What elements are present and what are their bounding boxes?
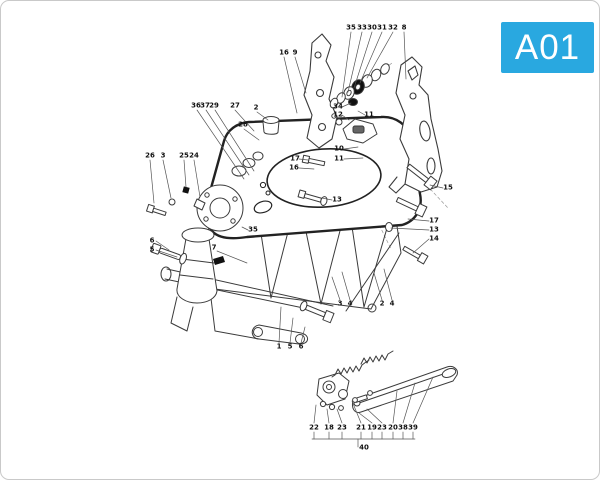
fastener-set-left — [146, 198, 206, 217]
right-bracket-plate — [388, 56, 443, 194]
section-badge: A01 — [501, 22, 594, 73]
leader-lines — [149, 31, 444, 424]
heat-shield-panel — [204, 115, 422, 240]
side-stand — [316, 366, 458, 413]
frame-bolts — [297, 154, 438, 324]
filler-cap — [262, 116, 280, 135]
steering-head — [170, 151, 264, 332]
front-mount-bolt — [150, 242, 187, 265]
left-bracket-plate — [303, 33, 338, 149]
group-bracket-line — [311, 431, 416, 448]
stand-springs — [331, 350, 394, 378]
washer-stack — [329, 63, 390, 109]
rubber-mount — [331, 98, 378, 144]
